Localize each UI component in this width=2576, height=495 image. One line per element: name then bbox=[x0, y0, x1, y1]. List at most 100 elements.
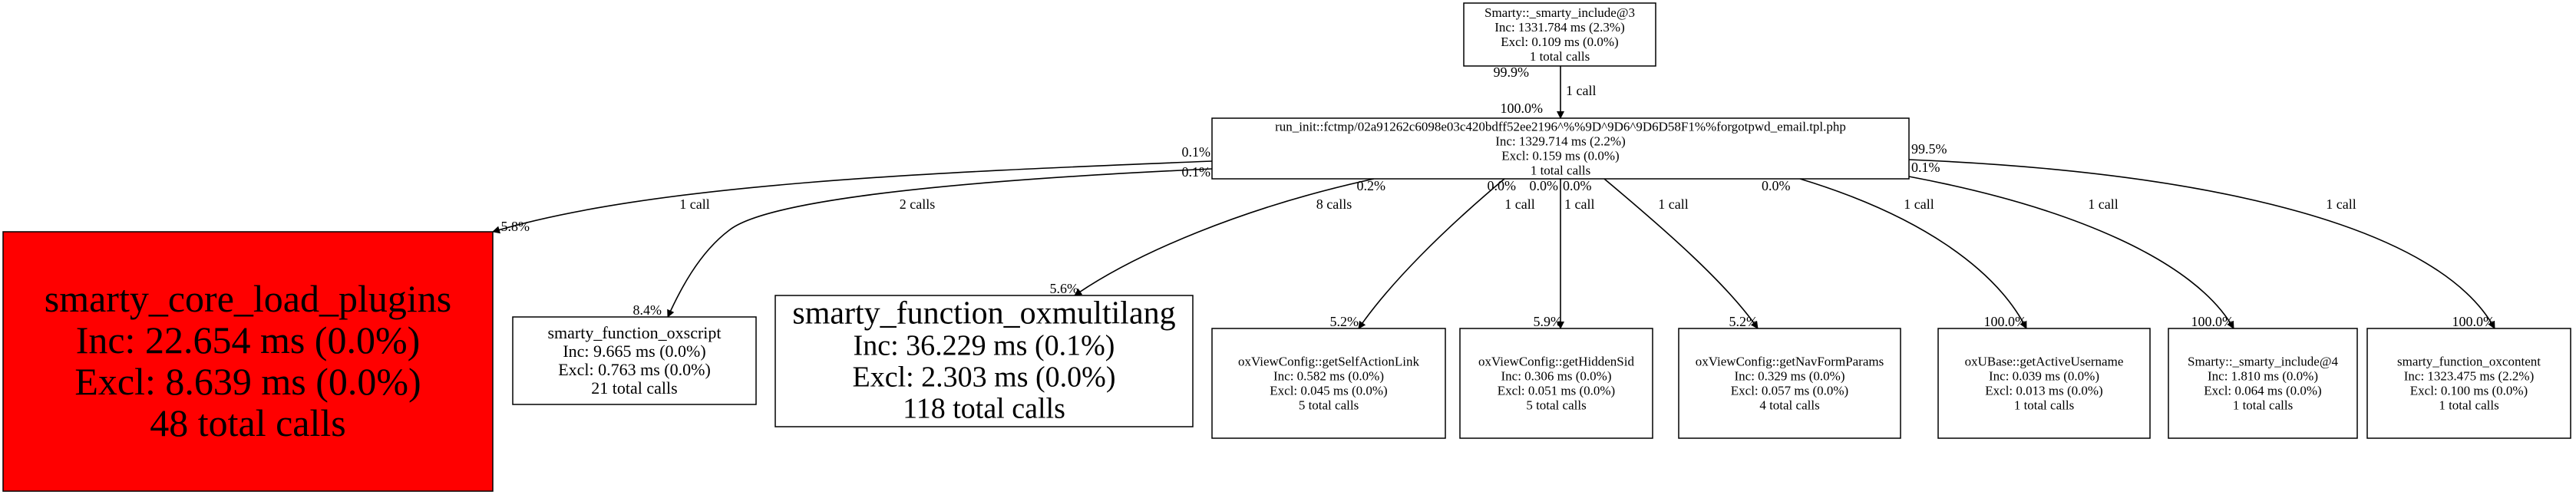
edge-line bbox=[667, 168, 1213, 318]
node-exclusive-time: Excl: 2.303 ms (0.0%) bbox=[852, 361, 1115, 393]
edge-call-count: 1 call bbox=[2088, 196, 2118, 212]
node-function-name: smarty_function_oxmultilang bbox=[792, 295, 1175, 331]
node-total-calls: 1 total calls bbox=[2233, 398, 2293, 413]
node-inclusive-time: Inc: 22.654 ms (0.0%) bbox=[76, 318, 421, 361]
node-inclusive-time: Inc: 1331.784 ms (2.3%) bbox=[1494, 20, 1625, 35]
node-total-calls: 48 total calls bbox=[150, 401, 346, 444]
edge-head-percent: 100.0% bbox=[2452, 314, 2495, 329]
edge-tail-percent: 99.9% bbox=[1494, 64, 1530, 80]
edge-call-count: 1 call bbox=[1564, 196, 1594, 212]
node-function-name: Smarty::_smarty_include@3 bbox=[1485, 5, 1635, 20]
node-exclusive-time: Excl: 0.064 ms (0.0%) bbox=[2204, 384, 2321, 398]
node-exclusive-time: Excl: 0.763 ms (0.0%) bbox=[558, 360, 711, 379]
edge-tail-percent: 99.5% bbox=[1911, 141, 1947, 157]
edge-call-count: 1 call bbox=[679, 196, 709, 212]
edge-call-count: 1 call bbox=[1904, 196, 1934, 212]
edge-call-count: 1 call bbox=[2326, 196, 2356, 212]
edge-run_init-to-oxscript: 0.1% 2 calls 8.4% bbox=[633, 164, 1213, 318]
edge-call-count: 8 calls bbox=[1316, 196, 1352, 212]
node-inclusive-time: Inc: 0.306 ms (0.0%) bbox=[1501, 369, 1611, 384]
node-exclusive-time: Excl: 0.109 ms (0.0%) bbox=[1501, 35, 1618, 49]
node-inclusive-time: Inc: 0.039 ms (0.0%) bbox=[1989, 369, 2099, 384]
edge-head-percent: 100.0% bbox=[1984, 314, 2027, 329]
edge-head-percent: 5.2% bbox=[1729, 314, 1759, 329]
node-box bbox=[1678, 328, 1901, 439]
node-box bbox=[2, 231, 494, 492]
node-inclusive-time: Inc: 9.665 ms (0.0%) bbox=[563, 342, 705, 361]
node-function-name: oxViewConfig::getHiddenSid bbox=[1478, 355, 1634, 369]
node-total-calls: 21 total calls bbox=[591, 378, 677, 398]
edge-tail-percent: 0.1% bbox=[1182, 144, 1211, 160]
node-total-calls: 5 total calls bbox=[1299, 398, 1359, 413]
edge-head-percent: 5.9% bbox=[1534, 314, 1563, 329]
node-box bbox=[1463, 2, 1656, 67]
node-exclusive-time: Excl: 0.100 ms (0.0%) bbox=[2410, 384, 2528, 398]
edge-head-percent: 8.4% bbox=[633, 302, 662, 318]
node-box bbox=[2366, 328, 2571, 439]
node-inclusive-time: Inc: 1329.714 ms (2.2%) bbox=[1495, 134, 1626, 149]
node-total-calls: 118 total calls bbox=[903, 392, 1065, 424]
edge-head-percent: 100.0% bbox=[2191, 314, 2234, 329]
edge-tail-percent: 0.0% bbox=[1762, 178, 1791, 193]
edge-run_init-to-oxcontent: 99.5% 1 call 100.0% bbox=[1908, 141, 2495, 329]
edge-line bbox=[1603, 178, 1759, 329]
edge-head-percent: 5.2% bbox=[1330, 314, 1359, 329]
node-box bbox=[2168, 328, 2358, 439]
node-total-calls: 1 total calls bbox=[2014, 398, 2074, 413]
node-total-calls: 5 total calls bbox=[1526, 398, 1586, 413]
edge-call-count: 1 call bbox=[1566, 83, 1596, 98]
node-box bbox=[774, 295, 1194, 427]
edge-run_init-to-core_load_plugins: 0.1% 1 call 5.8% bbox=[492, 144, 1213, 234]
edge-tail-percent: 0.0% bbox=[1530, 178, 1559, 193]
node-exclusive-time: Excl: 0.045 ms (0.0%) bbox=[1270, 384, 1387, 398]
edge-call-count: 1 call bbox=[1504, 196, 1534, 212]
node-exclusive-time: Excl: 0.051 ms (0.0%) bbox=[1498, 384, 1615, 398]
edge-head-percent: 100.0% bbox=[1501, 101, 1544, 116]
node-inclusive-time: Inc: 1323.475 ms (2.2%) bbox=[2404, 369, 2535, 384]
node-run_init[interactable]: run_init::fctmp/02a91262c6098e03c420bdff… bbox=[1211, 117, 1910, 180]
node-exclusive-time: Excl: 0.159 ms (0.0%) bbox=[1501, 149, 1619, 163]
node-function-name: oxViewConfig::getNavFormParams bbox=[1696, 355, 1884, 369]
edge-line bbox=[492, 160, 1213, 234]
edge-line bbox=[1074, 178, 1375, 296]
node-function-name: smarty_function_oxscript bbox=[547, 323, 721, 342]
edge-line bbox=[1358, 178, 1505, 329]
edge-run_init-to-getHiddenSid: 0.0% 1 call 5.9% bbox=[1530, 178, 1594, 329]
node-total-calls: 1 total calls bbox=[1531, 163, 1590, 178]
node-function-name: oxViewConfig::getSelfActionLink bbox=[1238, 355, 1419, 369]
edge-call-count: 1 call bbox=[1658, 196, 1688, 212]
node-box bbox=[1211, 328, 1446, 439]
node-box bbox=[1459, 328, 1653, 439]
node-inclusive-time: Inc: 0.329 ms (0.0%) bbox=[1734, 369, 1844, 384]
edge-call-count: 2 calls bbox=[900, 196, 936, 212]
edge-run_init-to-getActiveUsername: 0.0% 1 call 100.0% bbox=[1762, 178, 2027, 329]
edge-line bbox=[1908, 176, 2234, 329]
node-exclusive-time: Excl: 0.057 ms (0.0%) bbox=[1731, 384, 1848, 398]
edge-tail-percent: 0.1% bbox=[1182, 164, 1211, 180]
node-inclusive-time: Inc: 1.810 ms (0.0%) bbox=[2208, 369, 2318, 384]
node-inclusive-time: Inc: 0.582 ms (0.0%) bbox=[1273, 369, 1384, 384]
node-box bbox=[1937, 328, 2151, 439]
edge-tail-percent: 0.0% bbox=[1488, 178, 1517, 193]
node-box bbox=[1211, 117, 1910, 180]
edge-head-percent: 5.6% bbox=[1050, 281, 1079, 296]
node-total-calls: 4 total calls bbox=[1759, 398, 1819, 413]
edge-head-percent: 5.8% bbox=[501, 219, 530, 234]
edge-run_init-to-include4: 0.1% 1 call 100.0% bbox=[1908, 160, 2234, 329]
node-box bbox=[512, 316, 757, 405]
edge-tail-percent: 0.1% bbox=[1911, 160, 1940, 175]
edge-run_init-to-getSelfActionLink: 0.0% 1 call 5.2% bbox=[1330, 178, 1535, 329]
